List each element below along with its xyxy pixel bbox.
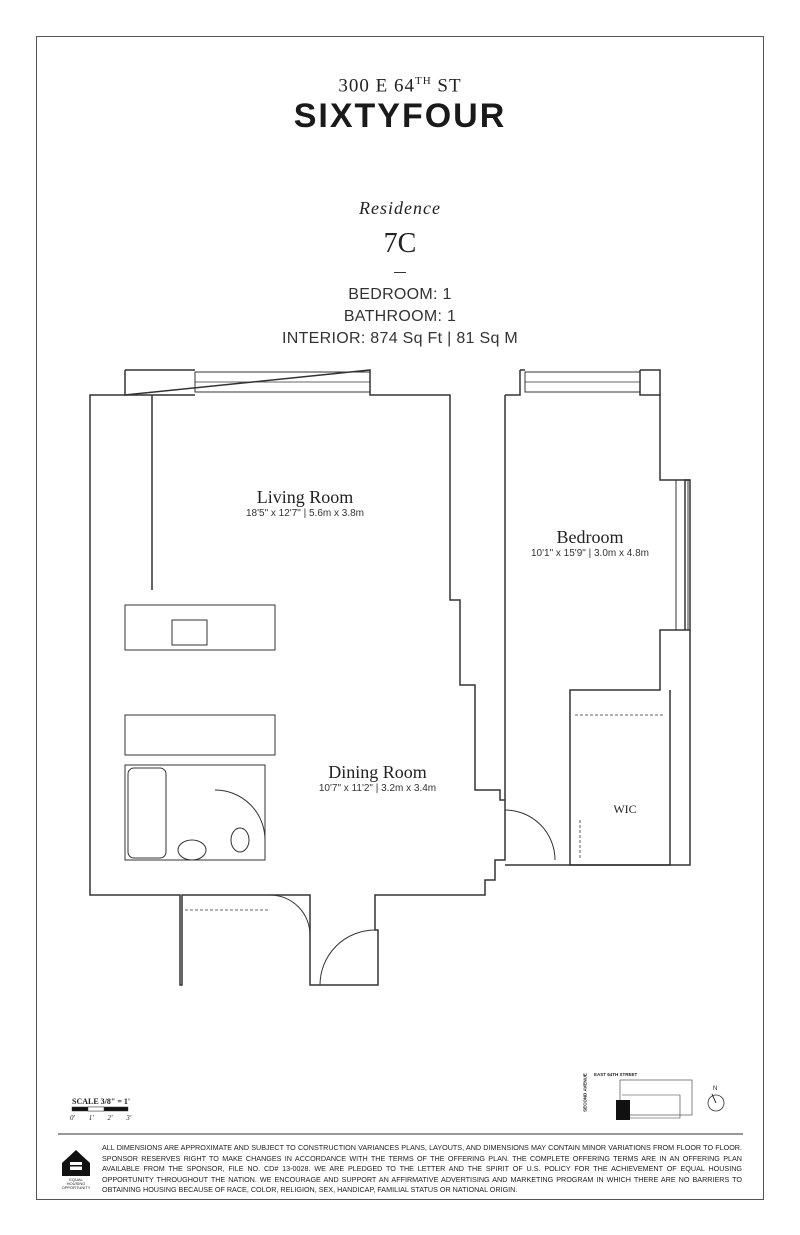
- room-name: Dining Room: [328, 762, 427, 782]
- interior-area: INTERIOR: 874 Sq Ft | 81 Sq M: [281, 330, 519, 347]
- toilet: [230, 827, 250, 853]
- bedroom-outer: [505, 369, 691, 866]
- door-swing: [504, 809, 556, 861]
- door-swing: [319, 929, 376, 986]
- room-dimensions: 18'5" x 12'7" | 5.6m x 3.8m: [245, 508, 365, 519]
- scale-ticks: 0' 1' 2' 3': [70, 1114, 132, 1122]
- room-dining: Dining Room 10'7" x 11'2" | 3.2m x 3.4m: [275, 762, 480, 794]
- building-brand-logo: SIXTYFOUR: [293, 97, 507, 135]
- bathtub: [127, 767, 167, 859]
- scale-label: SCALE 3/8" = 1': [72, 1097, 131, 1106]
- room-dimensions: 10'7" x 11'2" | 3.2m x 3.4m: [318, 783, 437, 794]
- key-plan-avenue: SECOND AVENUE: [582, 1073, 588, 1112]
- legal-disclaimer: All dimensions are approximate and subje…: [102, 1143, 742, 1194]
- room-dimensions: 10'1" x 15'9" | 3.0m x 4.8m: [530, 548, 650, 559]
- kitchen-counter: [124, 604, 276, 651]
- bedroom-count: BEDROOM: 1: [348, 286, 452, 303]
- room-bedroom: Bedroom 10'1" x 15'9" | 3.0m x 4.8m: [505, 527, 675, 559]
- north-label: N: [713, 1086, 718, 1092]
- page-border: [36, 36, 764, 1200]
- bath-wall: [124, 764, 266, 861]
- building-address: 300 E 64TH ST: [338, 75, 462, 97]
- door-swing: [269, 894, 311, 936]
- room-wic: WIC: [613, 802, 637, 816]
- room-living: Living Room 18'5" x 12'7" | 5.6m x 3.8m: [200, 487, 410, 519]
- bedroom-wall: [504, 369, 691, 866]
- key-plan-street: EAST 64TH STREET: [594, 1072, 638, 1077]
- inner-wall: [124, 370, 195, 590]
- room-name: Bedroom: [556, 527, 624, 547]
- north-arrow-icon: [707, 1094, 725, 1112]
- outer-wall: [89, 369, 506, 986]
- kitchen-counter: [124, 714, 276, 756]
- window: [675, 479, 689, 631]
- sink: [171, 619, 208, 646]
- bath-sink: [177, 839, 207, 861]
- room-name: Living Room: [256, 487, 354, 507]
- bathroom-count: BATHROOM: 1: [343, 308, 457, 325]
- equal-housing-logo: EQUAL HOUSING OPPORTUNITY: [61, 1177, 91, 1190]
- divider: [394, 272, 406, 273]
- footer-divider: [58, 1133, 743, 1135]
- door-swing: [214, 789, 266, 841]
- residence-label: Residence: [359, 198, 441, 218]
- unit-number: 7C: [383, 228, 417, 259]
